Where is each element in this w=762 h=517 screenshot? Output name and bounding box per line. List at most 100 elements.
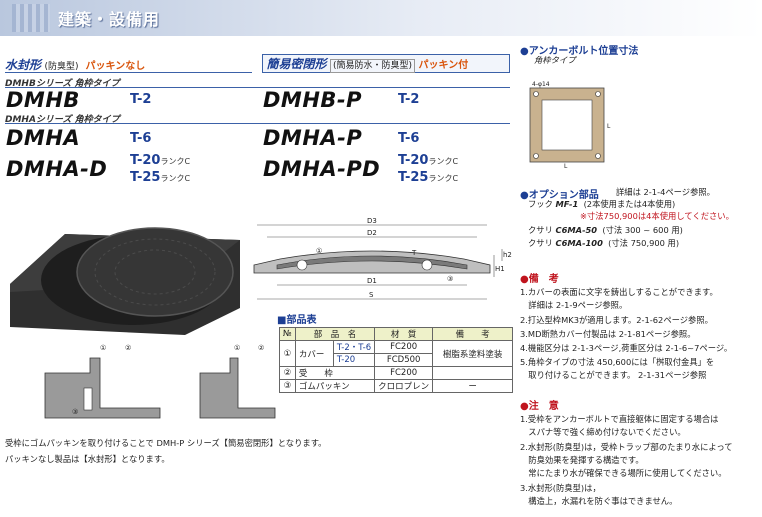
remark-line: 5.角枠タイプの寸法 450,600には「桝取付金具」を bbox=[520, 357, 715, 367]
label-h2: h2 bbox=[503, 251, 512, 259]
model-dmha-p: DMHA-P bbox=[263, 126, 363, 150]
packing-label: パッキン付 bbox=[418, 60, 469, 71]
dim-label: L bbox=[564, 163, 568, 170]
product-photo bbox=[10, 227, 240, 335]
anchor-diagram: 4-φ14 L L bbox=[529, 81, 611, 170]
anchor-title: ●アンカーボルト位置寸法 bbox=[520, 46, 639, 57]
callout-3: ③ bbox=[72, 408, 78, 416]
options-ref: 詳細は 2-1-4ページ参照。 bbox=[616, 187, 715, 197]
section-drawing: D3 D2 D1 S H1 h2 T ① ③ bbox=[253, 217, 512, 300]
table-row: ② 受 枠 FC200 bbox=[279, 366, 514, 380]
callout-3: ③ bbox=[447, 275, 453, 283]
caution-line: スパナ等で強く締め付けないでください。 bbox=[520, 427, 686, 437]
label-t: T bbox=[411, 249, 417, 257]
dim-label: L bbox=[607, 123, 611, 130]
type-name: 水封形 bbox=[5, 58, 42, 72]
code-dmhb-p: T-2 bbox=[398, 92, 420, 107]
label-s: S bbox=[369, 291, 374, 299]
parts-table-title: ■部品表 bbox=[277, 315, 317, 326]
frame-opening bbox=[541, 99, 593, 151]
label-h1: H1 bbox=[495, 265, 505, 273]
table-row: T-20 FCD500 bbox=[280, 353, 513, 367]
trap-cavity bbox=[83, 387, 93, 411]
caution-line: 防臭効果を発揮する構造です。 bbox=[520, 455, 644, 465]
model-dmhb: DMHB bbox=[6, 88, 80, 112]
cover-pattern bbox=[114, 249, 196, 295]
remarks-title: ●備 考 bbox=[520, 274, 559, 285]
cover-disc bbox=[76, 227, 234, 317]
section-water-seal bbox=[44, 357, 161, 419]
footnote-1: 受枠にゴムパッキンを取り付けることで DMH-P シリーズ【簡易密閉形】となりま… bbox=[5, 438, 327, 448]
bolt-hole bbox=[533, 153, 539, 159]
header-water-seal: 水封形 (防臭型) パッキンなし bbox=[5, 56, 252, 73]
callout-1: ① bbox=[234, 344, 240, 352]
model-dmha: DMHA bbox=[6, 126, 81, 150]
caution-line: 1.受枠をアンカーボルトで直接躯体に固定する場合は bbox=[520, 414, 719, 424]
divider bbox=[5, 87, 510, 88]
page-banner: 建築・設備用 bbox=[0, 0, 762, 36]
lug bbox=[421, 259, 433, 271]
code-dmha-pd-2: T-25ランクC bbox=[398, 170, 459, 185]
code-dmhb: T-2 bbox=[130, 92, 152, 107]
label-d2: D2 bbox=[367, 229, 377, 237]
code-dmha: T-6 bbox=[130, 131, 152, 146]
series-dmhb: DMHBシリーズ 角枠タイプ bbox=[5, 79, 120, 89]
table-header-row: № 部 品 名 材 質 備 考 bbox=[279, 327, 514, 341]
remark-line: 3.MD断熱カバー付製品は 2-1-81ページ参照。 bbox=[520, 329, 696, 339]
divider bbox=[5, 123, 510, 124]
bolt-hole bbox=[595, 91, 601, 97]
lug bbox=[296, 259, 308, 271]
table-row: ① カバー T-2・T-6 FC200 樹脂系塗料塗装 bbox=[279, 340, 514, 367]
code-dmha-pd-1: T-20ランクC bbox=[398, 153, 459, 168]
remark-line: 取り付けることができます。 2-1-31ページ参照 bbox=[520, 370, 707, 380]
header-material: 材 質 bbox=[374, 327, 434, 341]
hook-line: フック MF-1 (2本使用または4本使用) bbox=[528, 199, 676, 209]
hook-warning: ※寸法750,900は4本使用してください。 bbox=[580, 211, 734, 221]
hole-label: 4-φ14 bbox=[532, 81, 550, 88]
header-simple-sealed: 簡易密閉形 (簡易防水・防臭型) パッキン付 bbox=[262, 54, 510, 73]
model-dmha-d: DMHA-D bbox=[6, 157, 108, 181]
parts-table: № 部 品 名 材 質 備 考 ① カバー T-2・T-6 FC200 樹脂系塗… bbox=[279, 327, 514, 393]
remark-line: 2.打込型枠MK3が適用します。2-1-62ページ参照。 bbox=[520, 315, 713, 325]
caution-line: 3.水封形(防臭型)は， bbox=[520, 483, 601, 493]
label-d1: D1 bbox=[367, 277, 377, 285]
chain1-line: クサリ C6MA-50 (寸法 300 ~ 600 用) bbox=[528, 225, 683, 235]
callout-2: ② bbox=[125, 344, 131, 352]
caution-line: 常にたまり水が確保できる場所に使用してください。 bbox=[520, 468, 727, 478]
bolt-hole bbox=[533, 91, 539, 97]
footnote-2: パッキンなし製品は【水封形】となります。 bbox=[5, 454, 170, 464]
header-remark: 備 考 bbox=[432, 327, 514, 341]
header-name: 部 品 名 bbox=[294, 327, 376, 341]
section-sealed bbox=[199, 357, 276, 419]
cautions-title: ●注 意 bbox=[520, 401, 559, 412]
code-dmha-p: T-6 bbox=[398, 131, 420, 146]
label-d3: D3 bbox=[367, 217, 377, 225]
table-row: ③ ゴムパッキン クロロプレン ー bbox=[279, 379, 514, 393]
type-name: 簡易密閉形 bbox=[266, 57, 327, 71]
remark-line: 1.カバーの表面に文字を鋳出しすることができます。 bbox=[520, 287, 718, 297]
caution-line: 2.水封形(防臭型)は，受枠トラップ部のたまり水によって bbox=[520, 442, 733, 452]
cover-section bbox=[276, 255, 468, 270]
callout-1: ① bbox=[100, 344, 106, 352]
packing-label: パッキンなし bbox=[85, 61, 146, 72]
bolt-hole bbox=[595, 153, 601, 159]
remark-line: 詳細は 2-1-9ページ参照。 bbox=[520, 300, 628, 310]
cover-pattern bbox=[94, 238, 216, 306]
page-title: 建築・設備用 bbox=[58, 10, 161, 29]
chain2-line: クサリ C6MA-100 (寸法 750,900 用) bbox=[528, 238, 680, 248]
callout-2: ② bbox=[258, 344, 264, 352]
code-dmha-d-1: T-20ランクC bbox=[130, 153, 191, 168]
anchor-subtitle: 角枠タイプ bbox=[534, 55, 576, 65]
options-title: ●オプション部品 bbox=[520, 190, 599, 201]
banner-decoration bbox=[12, 4, 50, 32]
caution-line: 構造上，水漏れを防ぐ事はできません。 bbox=[520, 496, 678, 506]
header-no: № bbox=[279, 327, 296, 341]
detail-sections: ① ② ③ ① ② bbox=[44, 344, 276, 419]
remark-line: 4.機能区分は 2-1-3ページ,荷重区分は 2-1-6~7ページ。 bbox=[520, 343, 733, 353]
series-dmha: DMHAシリーズ 角枠タイプ bbox=[5, 115, 120, 125]
code-dmha-d-2: T-25ランクC bbox=[130, 170, 191, 185]
model-dmha-pd: DMHA-PD bbox=[263, 157, 381, 181]
type-note: (簡易防水・防臭型) bbox=[330, 59, 416, 73]
type-note: (防臭型) bbox=[44, 62, 79, 72]
frame-section bbox=[253, 250, 491, 274]
